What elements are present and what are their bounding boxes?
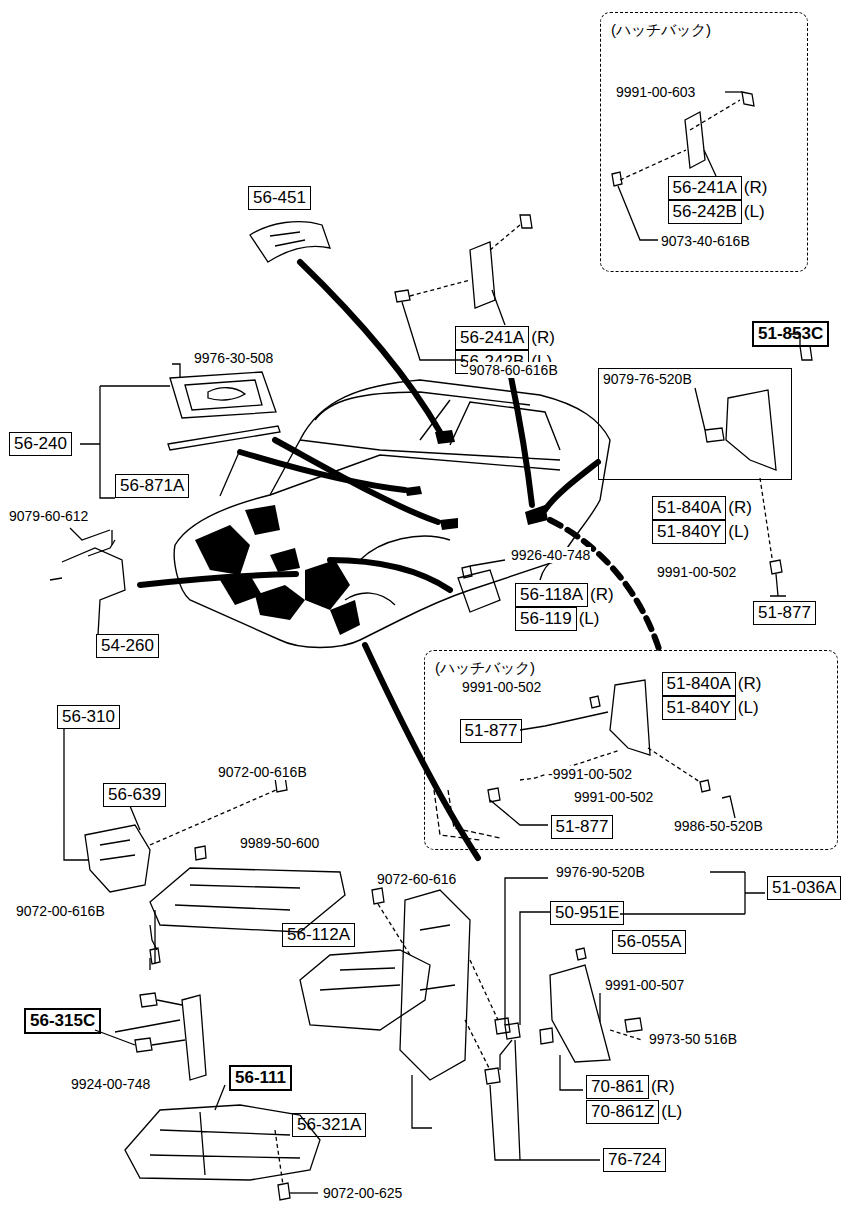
part-number: 50-951E bbox=[555, 903, 619, 922]
callout-number: 56-871A bbox=[115, 474, 189, 498]
callout-number: 51-036A bbox=[767, 876, 841, 900]
part-number: 56-119 bbox=[520, 609, 572, 628]
part-number: 56-241A bbox=[460, 328, 524, 347]
callout-number: 54-260 bbox=[96, 634, 159, 658]
callout-number: 56-241A(R) bbox=[455, 326, 529, 350]
callout-number: 56-055A bbox=[612, 930, 686, 954]
part-number: 51-036A bbox=[772, 878, 836, 897]
callout-number: 51-877 bbox=[551, 815, 614, 839]
callout-number: 56-451 bbox=[248, 186, 311, 210]
part-number: 51-840A bbox=[667, 674, 731, 693]
part-number: 70-861Z bbox=[591, 1102, 654, 1121]
part-number: 56-112A bbox=[287, 925, 350, 944]
part-number: 9989-50-600 bbox=[239, 835, 320, 851]
callout-number: 51-853C bbox=[752, 321, 829, 347]
part-number: 9991-00-502 bbox=[461, 679, 542, 695]
part-number: 56-315C bbox=[30, 1011, 95, 1030]
part-number: 9073-40-616B bbox=[660, 233, 751, 249]
part-number: 9072-00-616B bbox=[15, 903, 106, 919]
region-heading: (ハッチバック) bbox=[435, 659, 535, 678]
part-number: 56-242B bbox=[673, 202, 737, 221]
part-number: 70-861 bbox=[591, 1077, 644, 1096]
part-number: 56-111 bbox=[235, 1068, 286, 1087]
part-number: 56-055A bbox=[617, 932, 681, 951]
part-number: 56-310 bbox=[62, 707, 115, 726]
part-number: 51-840A bbox=[657, 498, 721, 517]
part-number: -9991-00-502 bbox=[547, 766, 633, 782]
part-number: 9072-60-616 bbox=[376, 871, 457, 887]
part-number: 56-321A bbox=[297, 1115, 361, 1134]
callout-number: 51-840A(R) bbox=[662, 672, 736, 696]
callout-number: 56-241A(R) bbox=[668, 176, 742, 200]
part-number: 56-639 bbox=[108, 785, 161, 804]
part-number: 51-877 bbox=[556, 817, 609, 836]
side-marker: (L) bbox=[744, 202, 765, 222]
callout-number: 51-840Y(L) bbox=[652, 520, 726, 544]
part-number: 9991-00-502 bbox=[656, 564, 737, 580]
side-marker: (R) bbox=[728, 498, 752, 518]
part-number: 9991-00-603 bbox=[615, 84, 696, 100]
callout-number: 56-242B(L) bbox=[668, 200, 742, 224]
part-number: 56-118A bbox=[520, 585, 583, 604]
part-number: 9926-40-748 bbox=[510, 547, 591, 563]
callout-number: 51-877 bbox=[460, 719, 523, 743]
part-number: 9072-00-616B bbox=[217, 764, 308, 780]
callout-number: 56-119(L) bbox=[515, 607, 577, 631]
callout-number: 56-240 bbox=[9, 432, 72, 456]
side-marker: (R) bbox=[744, 178, 768, 198]
side-marker: (L) bbox=[738, 698, 759, 718]
part-number: 56-871A bbox=[120, 476, 184, 495]
part-number: 9078-60-616B bbox=[468, 362, 559, 378]
part-number: 9986-50-520B bbox=[673, 818, 764, 834]
callout-number: 56-315C bbox=[24, 1008, 101, 1034]
part-number: 9973-50 516B bbox=[648, 1031, 738, 1047]
part-number: 76-724 bbox=[608, 1150, 661, 1169]
part-number: 9072-00-625 bbox=[322, 1185, 403, 1201]
callout-number: 50-951E bbox=[550, 901, 624, 925]
callout-number: 70-861(R) bbox=[586, 1075, 649, 1099]
side-marker: (R) bbox=[590, 585, 614, 605]
part-number: 51-877 bbox=[465, 721, 518, 740]
callout-number: 56-111 bbox=[229, 1065, 292, 1091]
part-frame: 9079-76-520B bbox=[598, 368, 792, 480]
callout-number: 51-877 bbox=[753, 601, 816, 625]
part-number: 51-840Y bbox=[657, 522, 721, 541]
callout-number: 51-840A(R) bbox=[652, 496, 726, 520]
callout-number: 76-724 bbox=[603, 1148, 666, 1172]
callout-number: 70-861Z(L) bbox=[586, 1100, 659, 1124]
callout-number: 51-840Y(L) bbox=[662, 696, 736, 720]
side-marker: (L) bbox=[579, 609, 600, 629]
callout-number: 56-310 bbox=[57, 705, 120, 729]
part-number: 9991-00-502 bbox=[573, 789, 654, 805]
part-number: 51-853C bbox=[758, 324, 823, 343]
side-marker: (R) bbox=[651, 1077, 675, 1097]
side-marker: (R) bbox=[531, 328, 555, 348]
callout-number: 56-118A(R) bbox=[515, 583, 588, 607]
part-number: 51-877 bbox=[758, 603, 811, 622]
part-number: 56-241A bbox=[673, 178, 737, 197]
part-number: 9991-00-507 bbox=[604, 977, 685, 993]
callout-number: 56-639 bbox=[103, 783, 166, 807]
part-number: 9924-00-748 bbox=[70, 1076, 151, 1092]
part-number: 9976-30-508 bbox=[193, 350, 274, 366]
side-marker: (R) bbox=[738, 674, 762, 694]
callout-number: 56-321A bbox=[292, 1113, 366, 1137]
part-number: 9079-76-520B bbox=[602, 371, 693, 387]
side-marker: (L) bbox=[728, 522, 749, 542]
region-heading: (ハッチバック) bbox=[611, 21, 711, 40]
side-marker: (L) bbox=[661, 1102, 682, 1122]
part-number: 9976-90-520B bbox=[555, 864, 646, 880]
part-number: 56-451 bbox=[253, 188, 306, 207]
part-number: 54-260 bbox=[101, 636, 154, 655]
callout-number: 56-112A bbox=[282, 923, 355, 947]
part-number: 56-240 bbox=[14, 434, 67, 453]
part-number: 9079-60-612 bbox=[8, 508, 89, 524]
part-number: 51-840Y bbox=[667, 698, 731, 717]
